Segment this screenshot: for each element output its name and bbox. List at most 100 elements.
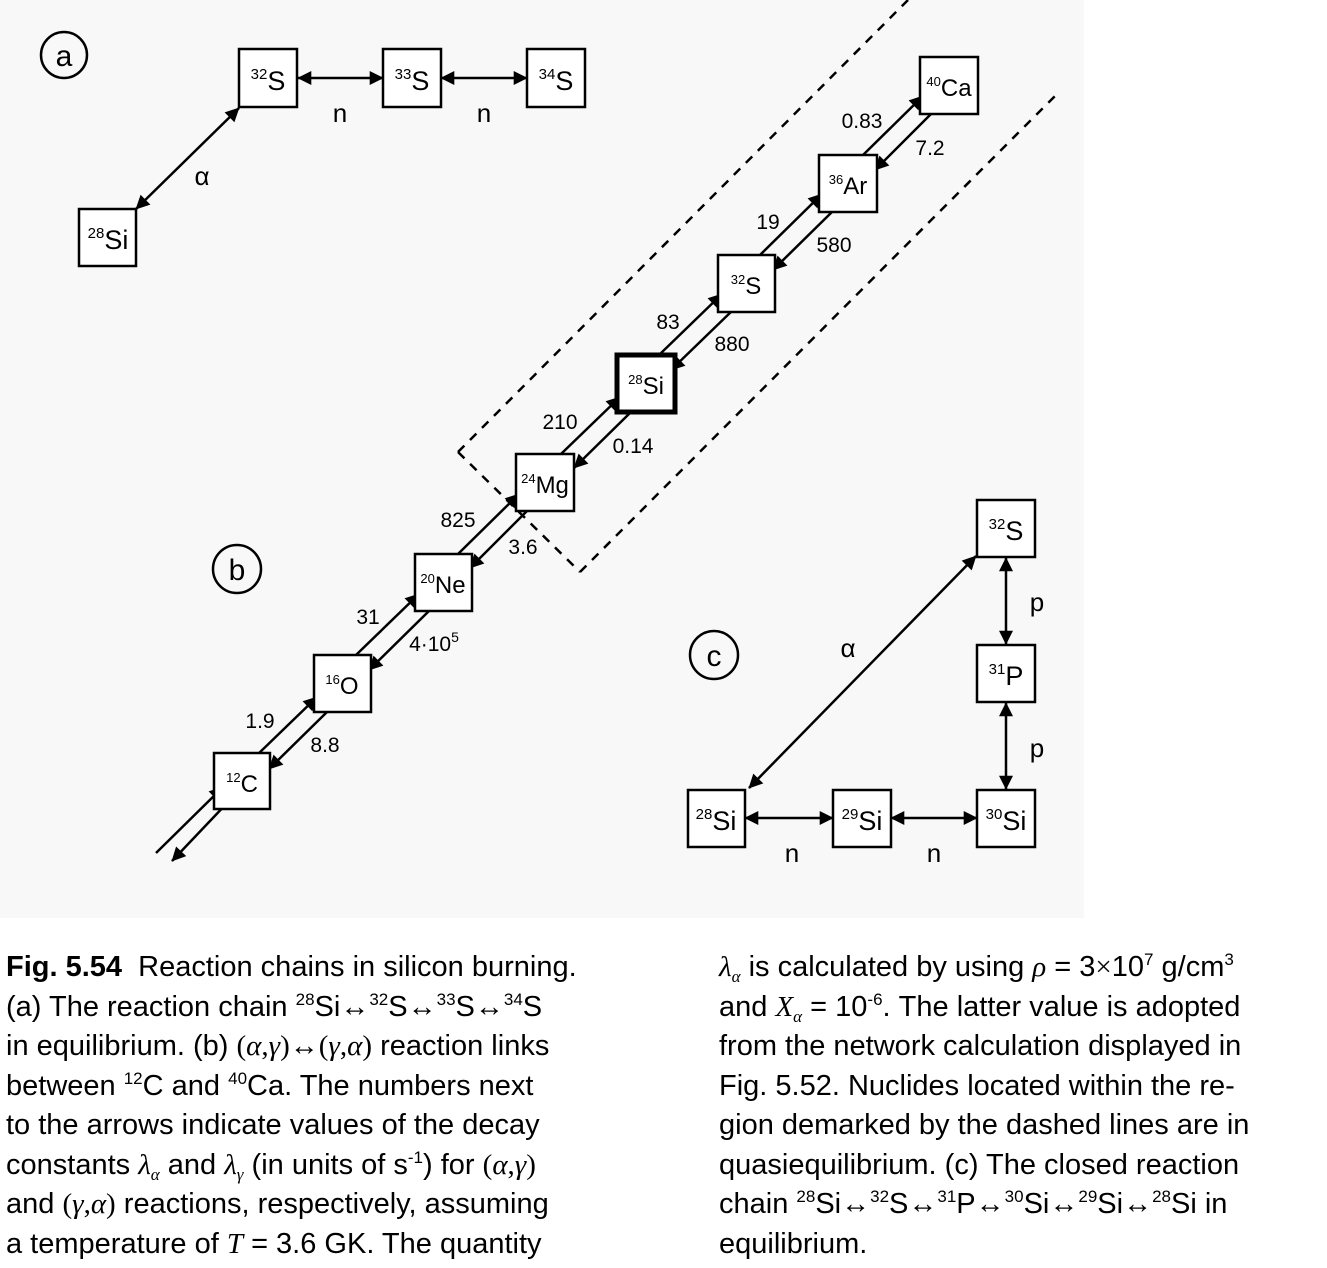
caption-line: from the network calculation displayed i… (719, 1030, 1242, 1062)
nuclide-box-a-s32: 32S (237, 47, 299, 109)
arrow-o16-to-c12 (268, 709, 330, 770)
panel-c: c α p p n n 32S 31P 30Si (686, 498, 1044, 868)
nuclide-box-b-mg24: 24Mg (514, 452, 576, 513)
caption-line: in equilibrium. (b) (α,γ)↔(γ,α) reaction… (6, 1030, 550, 1062)
label-n-c2: n (927, 838, 941, 868)
label-alpha-a: α (194, 161, 209, 191)
rate-ne20-forward: 825 (440, 509, 475, 532)
caption-line: between 12C and 40Ca. The numbers next (6, 1068, 534, 1102)
svg-text:33S: 33S (395, 66, 430, 96)
rate-ne20-reverse: 3.6 (508, 536, 537, 559)
arrow-ar36-to-ca40 (861, 95, 924, 157)
panel-a-label: a (56, 40, 73, 73)
svg-text:36Ar: 36Ar (829, 172, 867, 200)
caption-line: quasiequilibrium. (c) The closed reactio… (719, 1148, 1240, 1181)
rate-ar36-reverse: 7.2 (915, 137, 944, 160)
panel-a: a n n α 32S 33S 34S 28Si (39, 30, 587, 268)
arrow-s32-to-ar36 (759, 193, 823, 256)
caption-line: Fig. 5.54 Reaction chains in silicon bur… (6, 951, 577, 983)
nuclide-box-a-s33: 33S (381, 47, 443, 109)
svg-text:32S: 32S (731, 272, 761, 300)
panel-b-label: b (229, 554, 246, 587)
caption-line: equilibrium. (719, 1227, 868, 1260)
arrow-incoming-to-c12 (155, 786, 224, 854)
caption-line: λα is calculated by using ρ = 3×107 g/cm… (719, 950, 1234, 986)
arrow-c-si28-s32 (748, 555, 977, 789)
nuclide-box-b-s32: 32S (716, 253, 777, 314)
caption-right-column: λα is calculated by using ρ = 3×107 g/cm… (719, 948, 1323, 1264)
arrow-c12-to-o16 (255, 696, 318, 757)
svg-text:34S: 34S (539, 66, 574, 96)
nuclide-box-b-ca40: 40Ca (918, 55, 980, 116)
label-n-a1: n (333, 98, 347, 128)
caption-line: Fig. 5.52. Nuclides located within the r… (719, 1069, 1235, 1102)
svg-text:32S: 32S (989, 516, 1024, 546)
caption-line: chain 28Si↔32S↔31P↔30Si↔29Si↔28Si in (719, 1187, 1228, 1220)
svg-text:28Si: 28Si (88, 225, 129, 255)
nuclide-box-c-si28: 28Si (686, 788, 747, 849)
caption-line: and Xα = 10-6. The latter value is adopt… (719, 989, 1241, 1026)
nuclide-box-c-p31: 31P (975, 643, 1037, 704)
reaction-chain-diagram: a n n α 32S 33S 34S 28Si (39, 0, 1056, 868)
rate-o16-reverse: 4·105 (409, 629, 459, 656)
rate-s32-forward: 19 (756, 211, 779, 234)
svg-text:40Ca: 40Ca (926, 74, 972, 102)
nuclide-box-c-s32: 32S (975, 498, 1037, 559)
label-alpha-c: α (840, 633, 855, 663)
nuclide-box-b-ne20: 20Ne (413, 552, 474, 613)
panel-b: b 1.9 8.8 31 4·105 825 (155, 55, 980, 862)
arrow-ne20-to-o16 (368, 608, 432, 671)
svg-text:29Si: 29Si (842, 806, 883, 836)
arrow-ne20-to-mg24 (456, 493, 520, 556)
svg-text:28Si: 28Si (628, 372, 664, 400)
caption-line: gion demarked by the dashed lines are in (719, 1109, 1250, 1141)
rate-mg24-forward: 210 (542, 411, 577, 434)
svg-text:20Ne: 20Ne (420, 571, 465, 599)
label-n-a2: n (477, 98, 491, 128)
panel-c-label: c (707, 640, 722, 673)
caption-line: to the arrows indicate values of the dec… (6, 1109, 540, 1141)
rate-mg24-reverse: 0.14 (613, 435, 654, 458)
nuclide-box-a-s34: 34S (525, 47, 587, 109)
nuclide-box-b-o16: 16O (312, 653, 373, 714)
arrow-mg24-to-si28 (560, 396, 621, 455)
arrow-ca40-to-ar36 (874, 109, 936, 171)
rate-si28-forward: 83 (656, 311, 679, 334)
svg-text:31P: 31P (989, 661, 1024, 691)
label-n-c1: n (785, 838, 799, 868)
nuclide-box-c-si30: 30Si (975, 788, 1037, 849)
svg-text:16O: 16O (325, 672, 358, 700)
nuclide-box-a-si28: 28Si (77, 207, 138, 268)
rate-s32-reverse: 580 (816, 234, 851, 257)
arrow-ar36-to-s32 (772, 208, 836, 271)
rate-c12-reverse: 8.8 (310, 734, 339, 757)
arrow-si28-to-s32 (658, 293, 723, 356)
arrow-si28-to-mg24 (573, 410, 633, 469)
rate-c12-forward: 1.9 (245, 710, 274, 733)
rate-o16-forward: 31 (356, 606, 379, 629)
caption-line: (a) The reaction chain 28Si↔32S↔33S↔34S (6, 989, 543, 1023)
nuclide-box-c-si29: 29Si (831, 788, 893, 849)
panel-a-marker (39, 30, 89, 80)
nuclide-box-b-ar36: 36Ar (817, 153, 879, 214)
svg-text:24Mg: 24Mg (521, 471, 569, 499)
arrow-mg24-to-ne20 (469, 507, 531, 569)
caption-left-column: Fig. 5.54 Reaction chains in silicon bur… (6, 948, 646, 1264)
caption-line: constants λα and λγ (in units of s-1) fo… (6, 1147, 536, 1184)
panel-c-marker (688, 629, 740, 681)
svg-text:12C: 12C (226, 770, 258, 798)
caption-line: and (γ,α) reactions, respectively, assum… (6, 1188, 549, 1220)
arrow-s32-to-si28 (670, 308, 735, 371)
arrow-si28-s32 (135, 107, 240, 210)
label-p-c2: p (1030, 733, 1044, 763)
svg-text:28Si: 28Si (696, 806, 737, 836)
nuclide-box-b-si28: 28Si (614, 352, 678, 415)
svg-text:30Si: 30Si (986, 806, 1027, 836)
caption-line: a temperature of T = 3.6 GK. The quantit… (6, 1227, 542, 1260)
arrow-outgoing-from-c12 (171, 800, 230, 862)
panel-b-marker (211, 543, 263, 595)
figure-number: Fig. 5.54 (6, 951, 123, 983)
svg-text:32S: 32S (251, 66, 286, 96)
rate-ar36-forward: 0.83 (842, 110, 883, 133)
